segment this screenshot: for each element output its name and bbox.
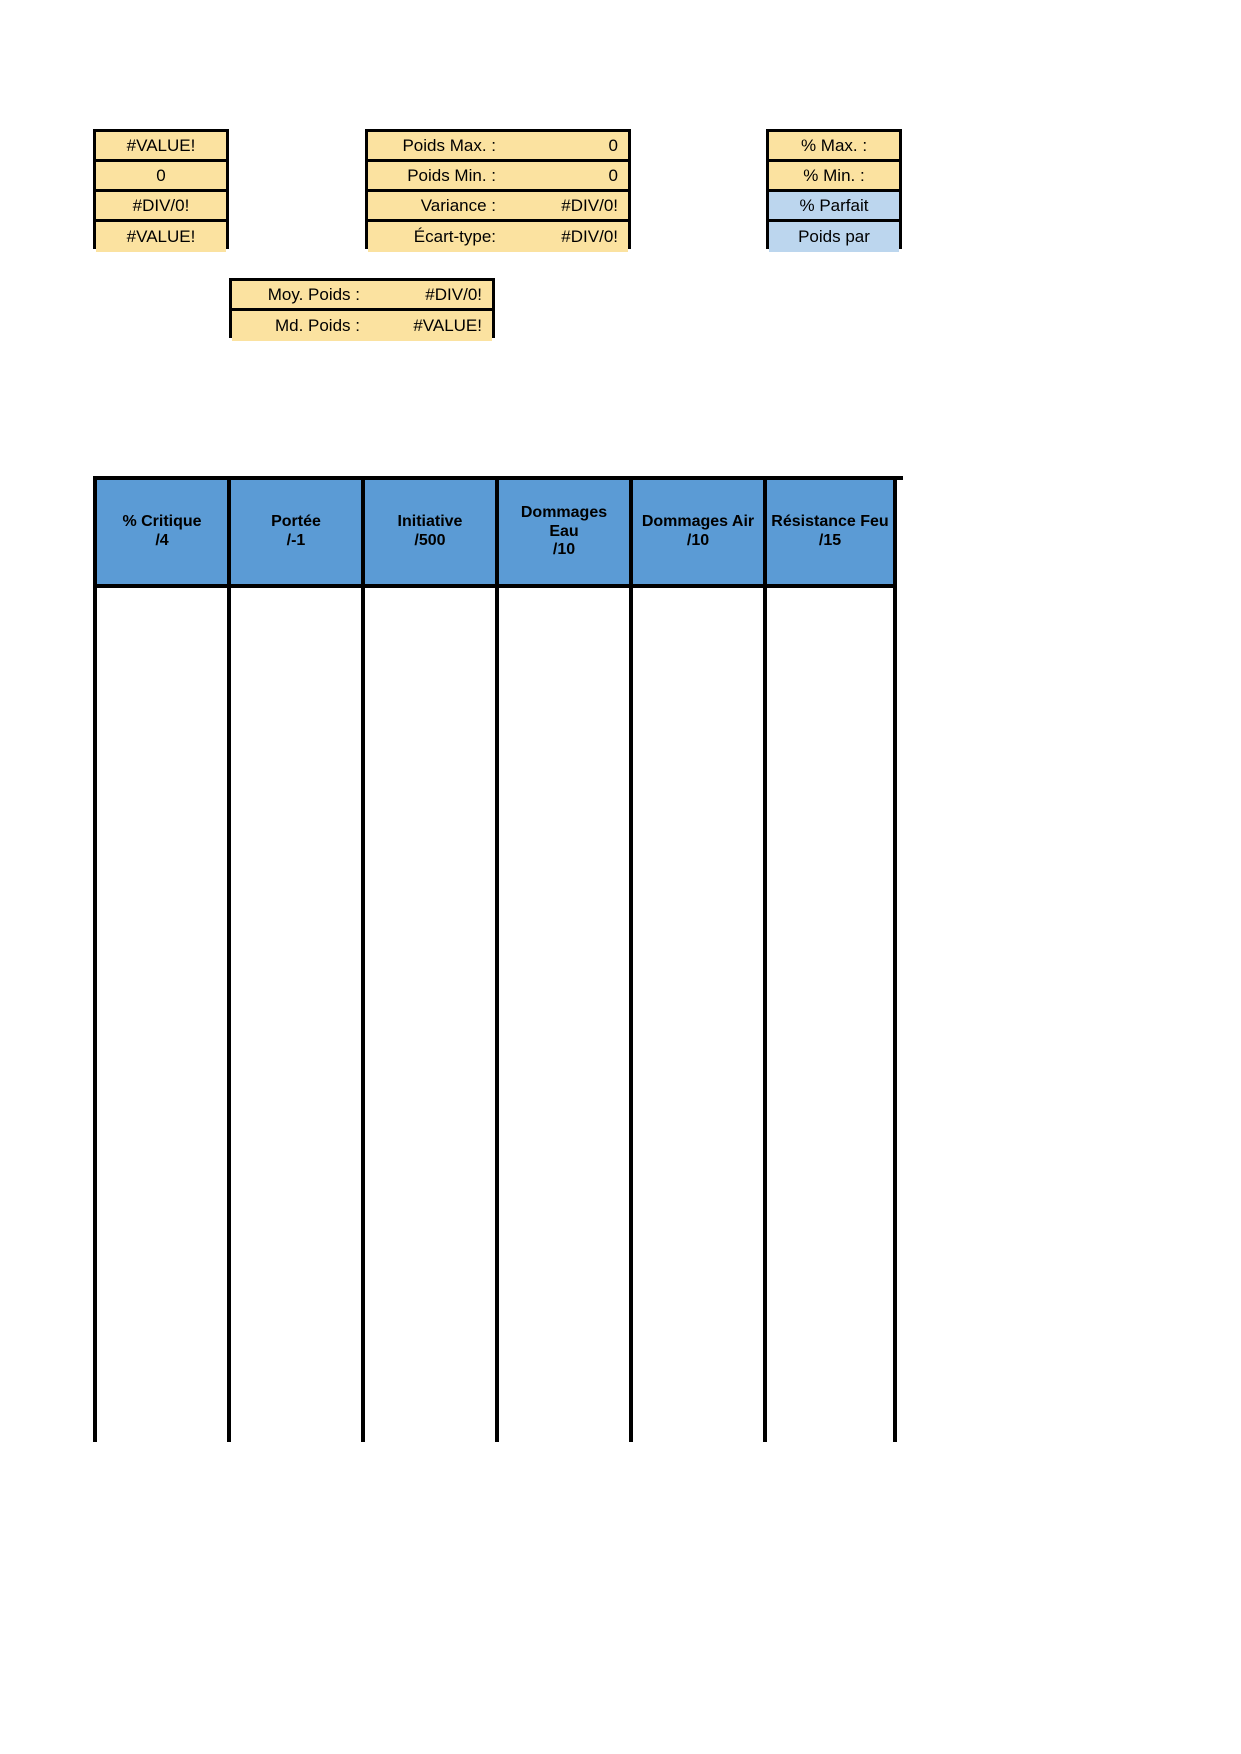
column-header-portee[interactable]: Portée /-1 bbox=[231, 480, 361, 588]
moyenne-poids-block: Moy. Poids : #DIV/0! Md. Poids : #VALUE! bbox=[229, 278, 495, 341]
moy-poids-row[interactable]: Moy. Poids : #DIV/0! bbox=[232, 281, 492, 311]
column-header-critique[interactable]: % Critique /4 bbox=[97, 480, 227, 588]
md-poids-row[interactable]: Md. Poids : #VALUE! bbox=[232, 311, 492, 341]
poids-max-row[interactable]: Poids Max. : 0 bbox=[368, 132, 628, 162]
column-header-initiative[interactable]: Initiative /500 bbox=[365, 480, 495, 588]
summary-left-value: 0 bbox=[156, 165, 166, 185]
column-body-dommages-eau[interactable] bbox=[499, 588, 629, 1442]
poids-stats-block: Poids Max. : 0 Poids Min. : 0 Variance :… bbox=[365, 129, 631, 252]
poids-min-row[interactable]: Poids Min. : 0 bbox=[368, 162, 628, 192]
md-poids-label: Md. Poids : bbox=[274, 316, 360, 335]
poids-max-value: 0 bbox=[608, 135, 618, 155]
variance-value: #DIV/0! bbox=[561, 195, 618, 215]
column-header-dommages-eau-scale: /10 bbox=[552, 541, 576, 559]
column-header-portee-scale: /-1 bbox=[286, 532, 306, 549]
percent-stats-block: % Max. : % Min. : % Parfait Poids par bbox=[766, 129, 1036, 252]
moy-poids-label: Moy. Poids : bbox=[267, 284, 360, 304]
summary-left-value: #DIV/0! bbox=[132, 195, 190, 215]
table-column-resistance-feu: Résistance Feu /15 bbox=[763, 480, 897, 1442]
md-poids-value: #VALUE! bbox=[413, 316, 482, 335]
percent-min-label: % Min. : bbox=[803, 165, 865, 185]
column-header-critique-scale: /4 bbox=[155, 532, 169, 549]
column-header-dommages-air-scale: /10 bbox=[686, 532, 710, 549]
summary-left-row[interactable]: #DIV/0! bbox=[96, 192, 226, 222]
summary-left-value: #VALUE! bbox=[126, 135, 196, 155]
column-header-dommages-air[interactable]: Dommages Air /10 bbox=[633, 480, 763, 588]
summary-left-row[interactable]: 0 bbox=[96, 162, 226, 192]
table-column-critique: % Critique /4 bbox=[93, 480, 227, 1442]
table-column-portee: Portée /-1 bbox=[227, 480, 361, 1442]
column-header-resistance-feu[interactable]: Résistance Feu /15 bbox=[767, 480, 893, 588]
variance-label: Variance : bbox=[420, 195, 496, 215]
column-header-critique-title: % Critique bbox=[122, 513, 202, 531]
poids-par-label: Poids par bbox=[798, 227, 870, 246]
percent-parfait-row[interactable]: % Parfait bbox=[769, 192, 899, 222]
variance-row[interactable]: Variance : #DIV/0! bbox=[368, 192, 628, 222]
percent-parfait-label: % Parfait bbox=[799, 195, 869, 215]
column-header-initiative-scale: /500 bbox=[414, 532, 446, 549]
ecart-type-value: #DIV/0! bbox=[561, 227, 618, 246]
table-column-initiative: Initiative /500 bbox=[361, 480, 495, 1442]
poids-par-row[interactable]: Poids par bbox=[769, 222, 899, 252]
summary-left-value: #VALUE! bbox=[126, 227, 196, 246]
column-body-critique[interactable] bbox=[97, 588, 227, 1442]
summary-left-row[interactable]: #VALUE! bbox=[96, 222, 226, 252]
column-header-dommages-eau-title2: Eau bbox=[549, 522, 579, 540]
summary-left-block: #VALUE! 0 #DIV/0! #VALUE! bbox=[93, 129, 229, 252]
table-column-dommages-air: Dommages Air /10 bbox=[629, 480, 763, 1442]
column-body-portee[interactable] bbox=[231, 588, 361, 1442]
column-header-initiative-title: Initiative bbox=[397, 513, 463, 531]
column-body-resistance-feu[interactable] bbox=[767, 588, 893, 1442]
poids-par-overflow-fill bbox=[902, 220, 1036, 249]
column-header-dommages-eau[interactable]: Dommages Eau /10 bbox=[499, 480, 629, 588]
poids-min-label: Poids Min. : bbox=[407, 165, 496, 185]
column-header-resistance-feu-title: Résistance Feu bbox=[771, 513, 889, 531]
column-header-dommages-air-title: Dommages Air bbox=[641, 513, 755, 531]
poids-min-value: 0 bbox=[608, 165, 618, 185]
parfait-overflow-fill bbox=[902, 189, 1036, 220]
percent-max-row[interactable]: % Max. : bbox=[769, 132, 899, 162]
percent-min-row[interactable]: % Min. : bbox=[769, 162, 899, 192]
ecart-type-label: Écart-type: bbox=[413, 227, 496, 246]
percent-max-label: % Max. : bbox=[800, 135, 868, 155]
column-body-dommages-air[interactable] bbox=[633, 588, 763, 1442]
column-header-portee-title: Portée bbox=[271, 513, 321, 531]
table-column-dommages-eau: Dommages Eau /10 bbox=[495, 480, 629, 1442]
column-body-initiative[interactable] bbox=[365, 588, 495, 1442]
poids-max-label: Poids Max. : bbox=[402, 135, 496, 155]
ecart-type-row[interactable]: Écart-type: #DIV/0! bbox=[368, 222, 628, 252]
column-header-resistance-feu-scale: /15 bbox=[818, 532, 842, 549]
summary-left-row[interactable]: #VALUE! bbox=[96, 132, 226, 162]
column-header-dommages-eau-title: Dommages bbox=[520, 503, 608, 521]
moy-poids-value: #DIV/0! bbox=[425, 284, 482, 304]
stats-data-table: % Critique /4 Portée /-1 Initiative /500… bbox=[93, 476, 903, 1442]
